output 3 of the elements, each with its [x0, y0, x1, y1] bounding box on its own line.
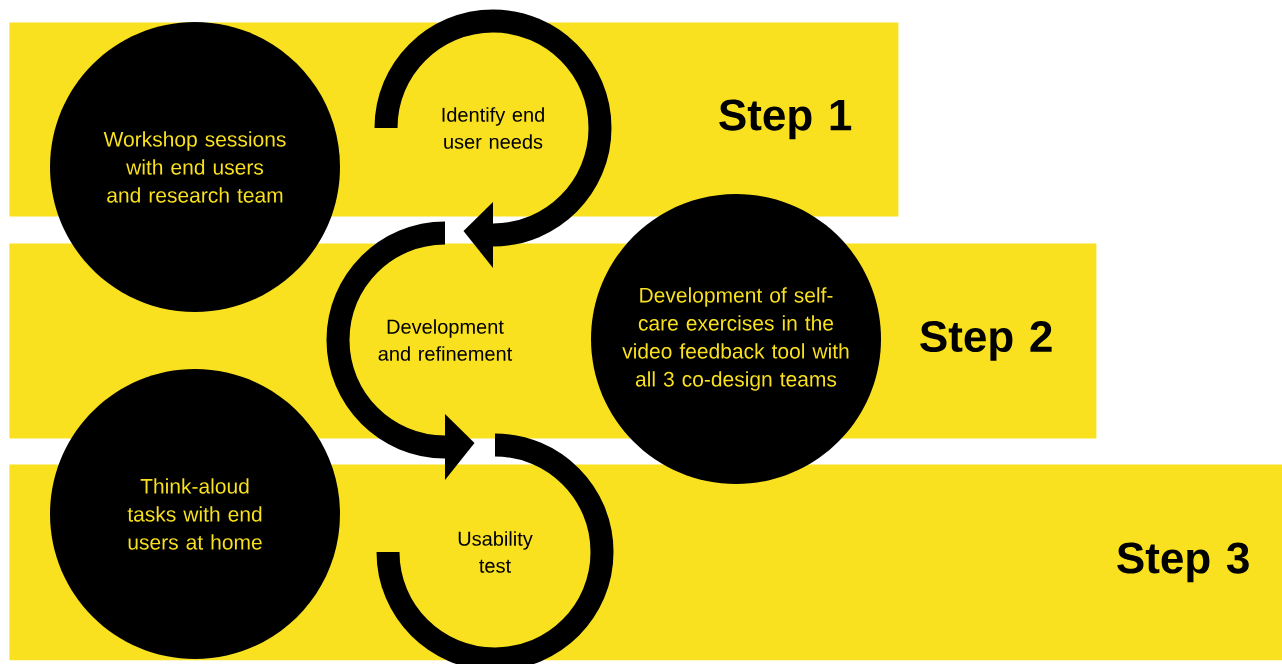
stage-label: Usability test: [458, 531, 533, 573]
stage-label: Development and refinement: [378, 319, 513, 361]
stage-label: Identify end user needs: [442, 107, 544, 149]
